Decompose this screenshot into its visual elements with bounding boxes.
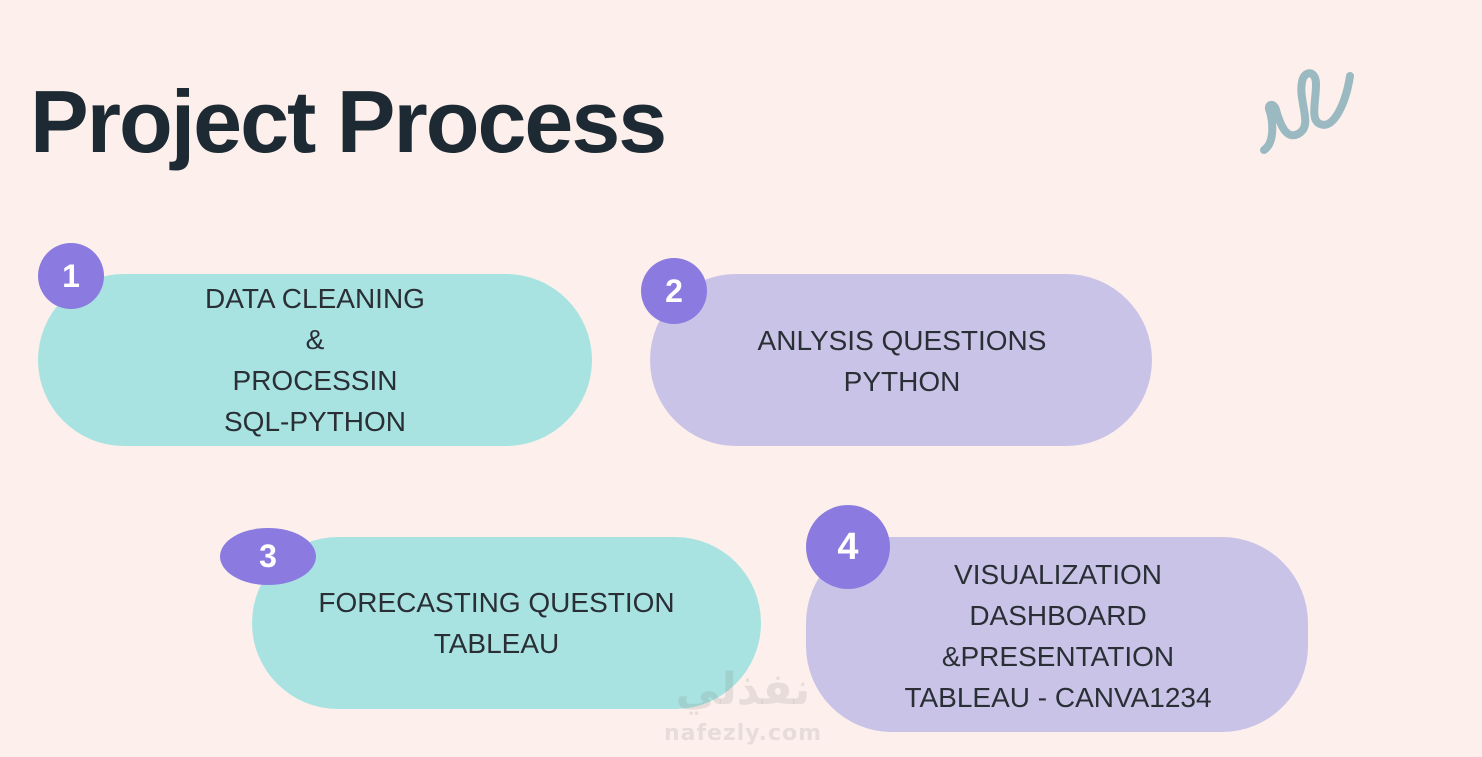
step-4-line-2: DASHBOARD [969,599,1147,631]
step-badge-2: 2 [641,258,707,324]
slide-title: Project Process [30,72,667,171]
step-card-1: DATA CLEANING & PROCESSIN SQL-PYTHON [38,274,592,446]
watermark-arabic: نفذلي [675,664,811,715]
step-3-line-2: TABLEAU [433,628,560,659]
step-badge-1: 1 [38,243,104,309]
step-1-line-4: SQL-PYTHON [223,406,407,437]
step-1-line-2: & [305,324,325,355]
step-card-3: FORECASTING QUESTION TABLEAU [252,537,761,709]
watermark-latin: nafezly.com [663,721,823,746]
step-1-line-3: PROCESSIN [232,365,398,396]
step-4-line-3: &PRESENTATION [941,640,1175,672]
watermark: نفذلي nafezly.com [648,660,838,748]
step-4-line-4: TABLEAU - CANVA1234 [904,681,1212,713]
step-card-2: ANLYSIS QUESTIONS PYTHON [650,274,1152,446]
step-card-4: VISUALIZATION DASHBOARD &PRESENTATION TA… [806,537,1308,732]
step-2-line-2: PYTHON [843,366,961,397]
step-4-line-1: VISUALIZATION [954,558,1162,590]
step-badge-4: 4 [806,505,890,589]
step-3-line-1: FORECASTING QUESTION [318,587,675,618]
step-2-line-1: ANLYSIS QUESTIONS [757,325,1047,356]
step-1-line-1: DATA CLEANING [205,283,425,314]
step-badge-3: 3 [220,528,316,585]
squiggle-icon [1260,69,1354,154]
